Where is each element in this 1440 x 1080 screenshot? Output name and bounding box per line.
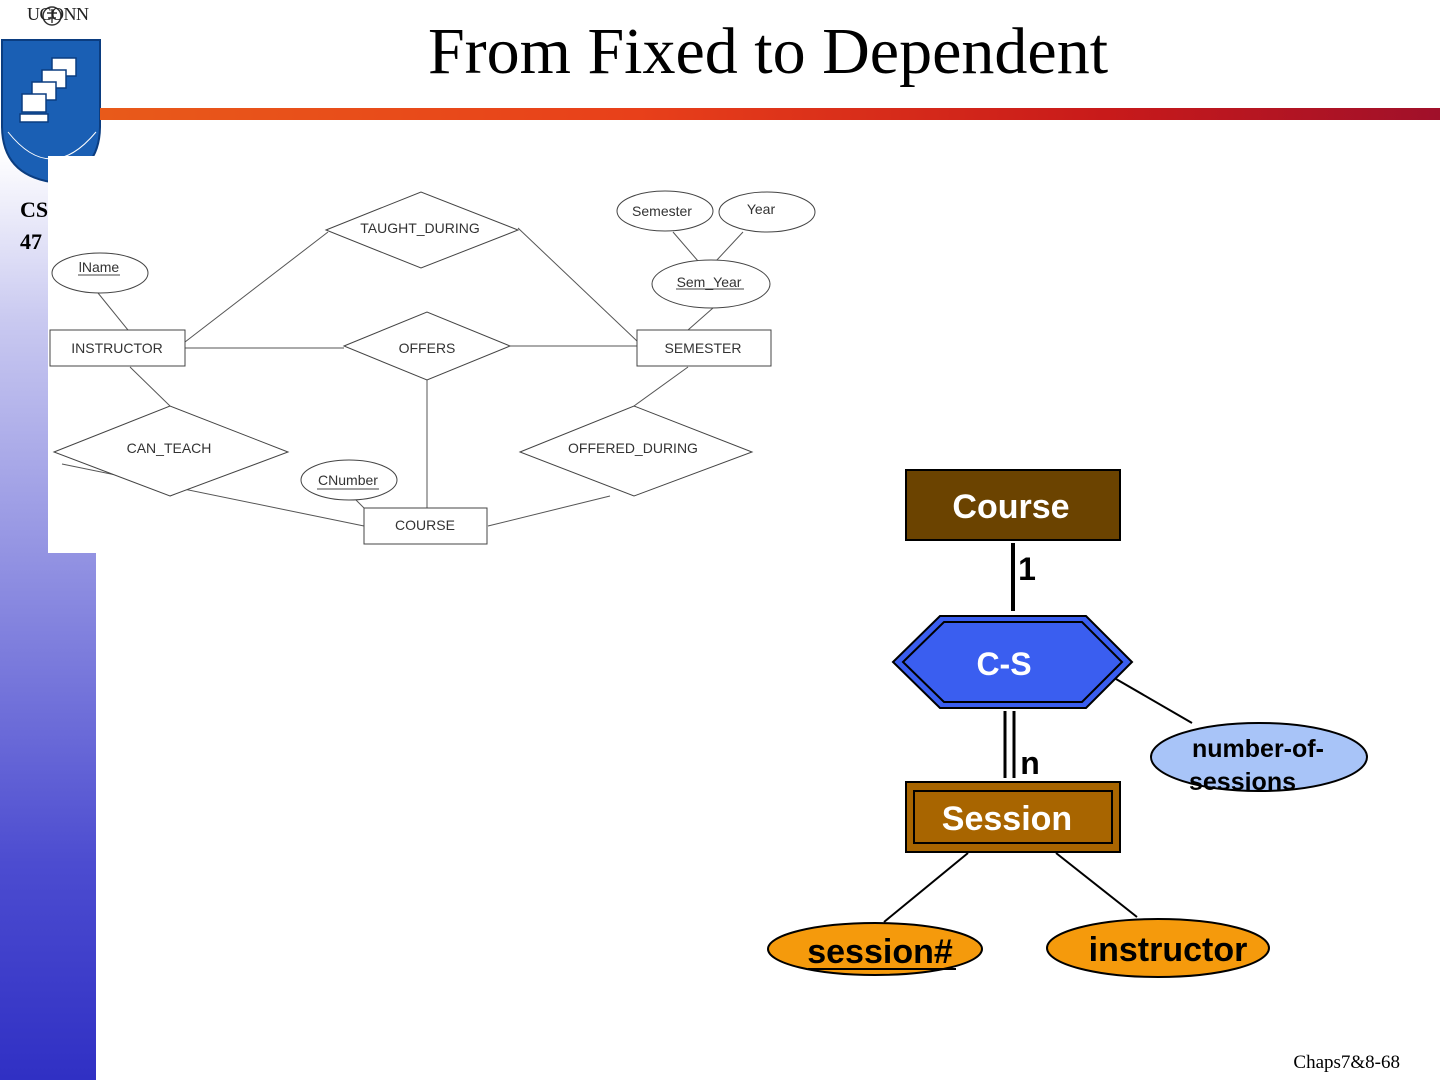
cs-attr-line [1115, 678, 1193, 724]
session-num-line [883, 852, 969, 923]
course-code-line1: CS [20, 197, 49, 222]
label-semester: SEMESTER [664, 340, 741, 356]
page-title: From Fixed to Dependent [427, 15, 1109, 88]
entity-session-inner [913, 790, 1113, 844]
label-year: Year [747, 201, 776, 217]
attr-year [718, 191, 816, 233]
attr-lname [51, 252, 149, 294]
label-offered-during: OFFERED_DURING [568, 440, 698, 456]
rel-offered-during [518, 405, 754, 497]
entity-semester [636, 329, 772, 367]
attr-session-num-label: session# [807, 933, 953, 971]
session-label: Session [942, 800, 1072, 838]
label-course: COURSE [395, 517, 455, 533]
rel-cs-outer [891, 615, 1134, 709]
rel-offers [342, 311, 512, 381]
rel-can-teach [52, 405, 290, 497]
er-diagram-panel: INSTRUCTOR SEMESTER COURSE TAUGHT_DURING… [48, 156, 818, 553]
er-connectors [61, 227, 744, 527]
attr-instructor-label: instructor [1089, 931, 1248, 969]
label-can-teach: CAN_TEACH [127, 440, 212, 456]
er-diagram-original: INSTRUCTOR SEMESTER COURSE TAUGHT_DURING… [49, 190, 816, 545]
cardinality-one: 1 [1018, 551, 1036, 587]
attr-instructor [1046, 918, 1270, 978]
attr-sem-year [651, 259, 771, 309]
cardinality-n: n [1020, 745, 1040, 781]
cs-label: C-S [976, 646, 1031, 682]
course-code: CS 47 [20, 194, 48, 258]
course-label: Course [952, 488, 1069, 526]
label-lname: lName [79, 259, 120, 275]
label-taught-during: TAUGHT_DURING [360, 220, 480, 236]
attr-number-of-sessions [1150, 722, 1368, 792]
course-code-line2: 47 [20, 229, 42, 254]
attr-cnumber [300, 459, 398, 501]
entity-session-outer [905, 781, 1121, 853]
uconn-label: UCONN [27, 4, 89, 24]
page-number: Chaps7&8-68 [1293, 1052, 1400, 1073]
label-attr-semester: Semester [632, 203, 692, 219]
entity-course-box [905, 469, 1121, 541]
rel-cs-inner [901, 621, 1124, 703]
uconn-seal-icon [42, 6, 62, 26]
session-instructor-line [1055, 852, 1138, 918]
label-cnumber: CNumber [318, 472, 378, 488]
attr-sessions-line2: sessions [1189, 768, 1296, 796]
title-underline-bar [100, 108, 1440, 120]
entity-course [363, 507, 488, 545]
label-sem-year: Sem_Year [677, 274, 742, 290]
entity-instructor [49, 329, 186, 367]
label-offers: OFFERS [399, 340, 456, 356]
rel-taught-during [324, 191, 520, 269]
attr-sessions-line1: number-of- [1192, 735, 1324, 763]
label-instructor: INSTRUCTOR [71, 340, 163, 356]
attr-session-num [767, 922, 983, 976]
attr-semester [616, 190, 714, 232]
